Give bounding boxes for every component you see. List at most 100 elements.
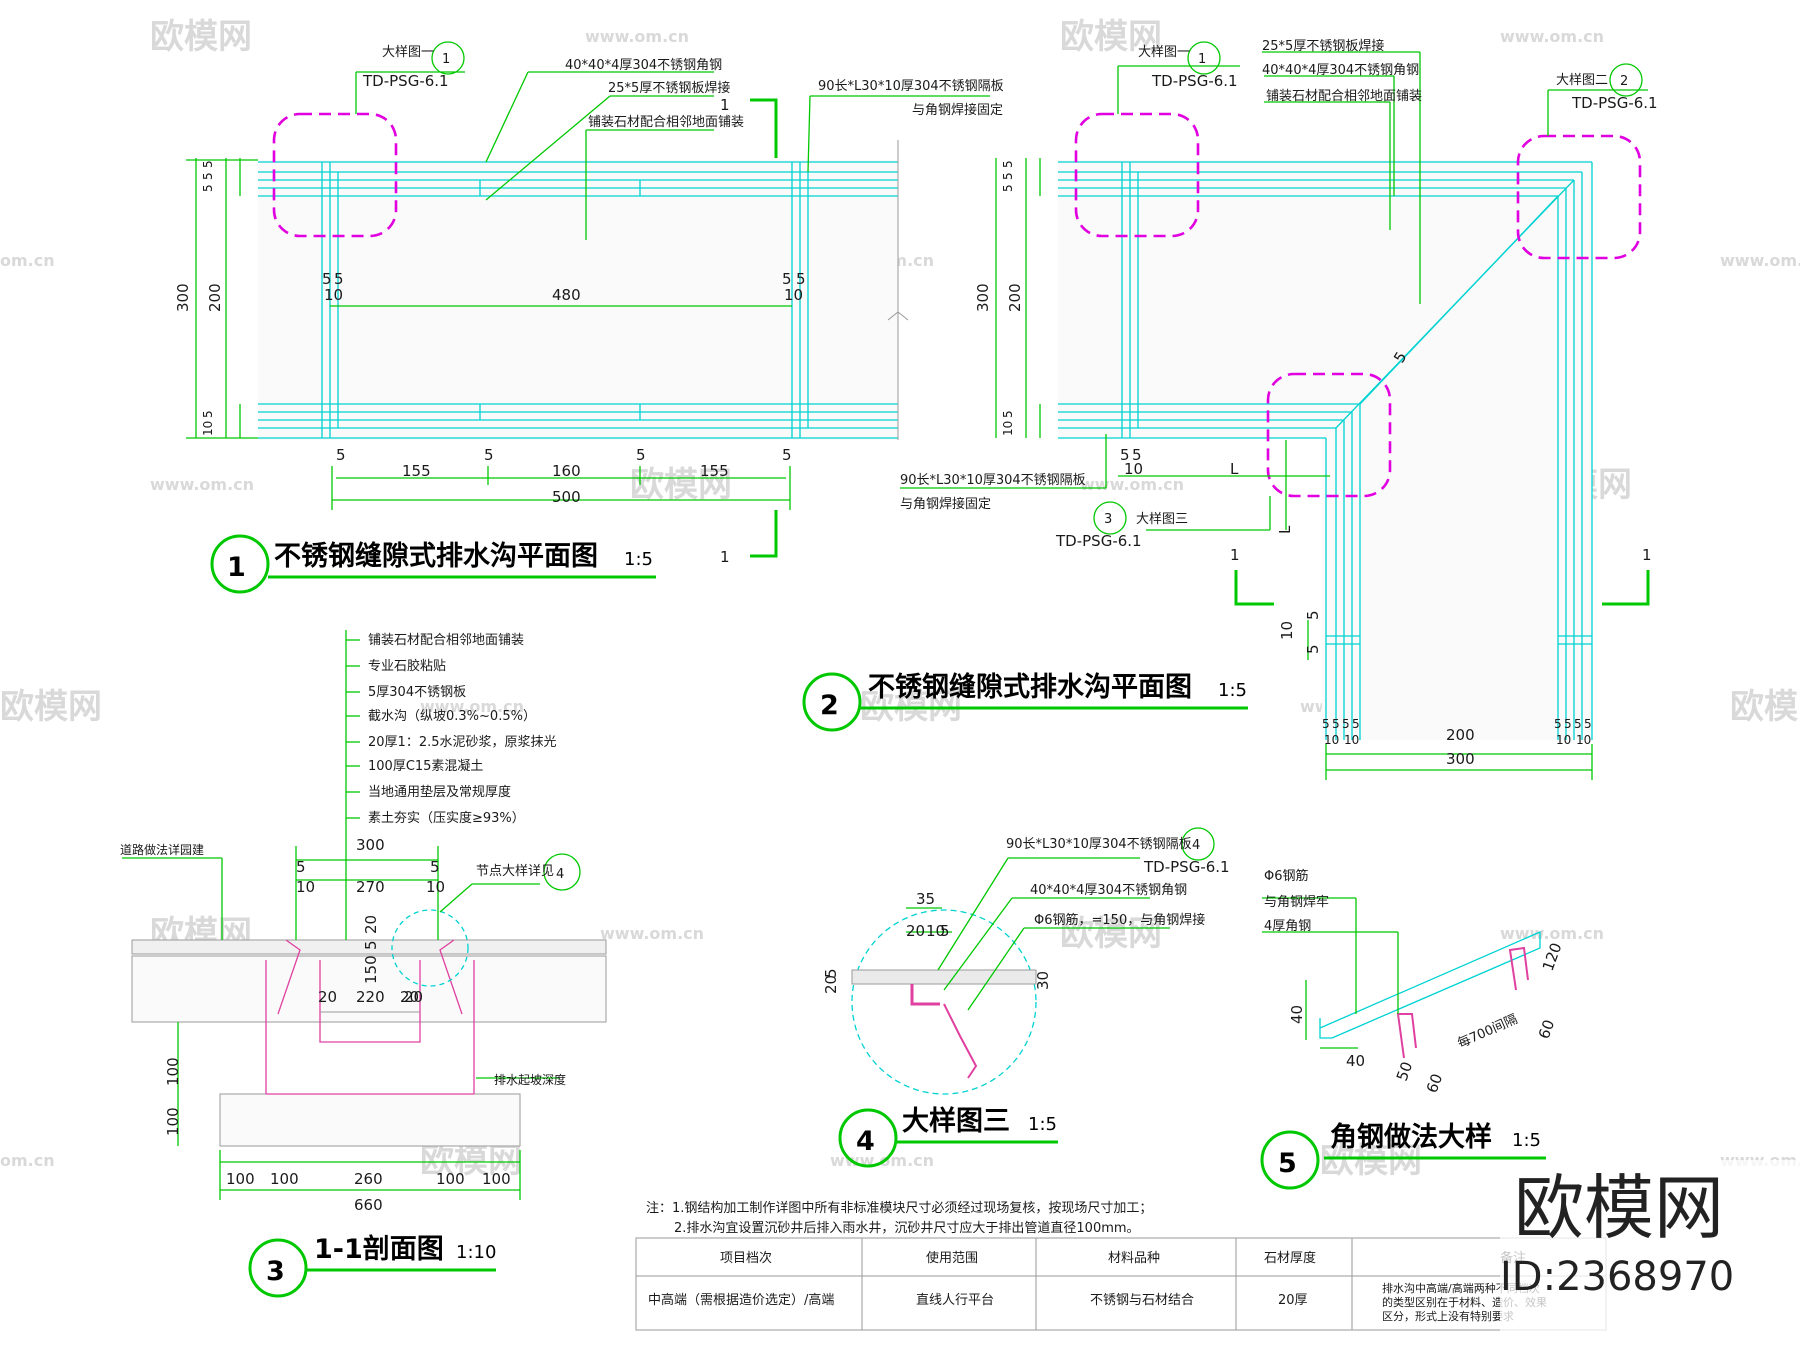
- callout-circle-2: [1609, 63, 1643, 97]
- dim-200: 200: [1006, 283, 1024, 312]
- dim-220: 220: [356, 988, 385, 1006]
- dim-5: 5: [636, 446, 646, 464]
- stone-infill: [1058, 160, 1592, 740]
- watermark-brand: 欧模网: [1320, 1141, 1422, 1181]
- label-angle-steel: 40*40*4厚304不锈钢角钢: [565, 58, 722, 73]
- label-rebar: Φ6钢筋: [1264, 868, 1309, 884]
- label-stone-paving: 铺装石材配合相邻地面铺装: [588, 115, 744, 130]
- detail-highlight-2: [1516, 134, 1642, 260]
- drawing-scale: 1:5: [624, 549, 653, 570]
- callout-code: TD-PSG-6.1: [1571, 94, 1658, 112]
- dim-L: L: [1276, 525, 1294, 534]
- table-cell: 中高端（需根据造价选定）/高端: [648, 1292, 834, 1308]
- drawing-number-circle: [210, 534, 270, 594]
- dim-5: 5: [322, 270, 332, 288]
- watermark-site: www.om.cn: [1500, 924, 1604, 943]
- angle-steel: [910, 984, 940, 1006]
- table-header: 项目档次: [720, 1250, 772, 1266]
- dim-5: 5: [1322, 717, 1330, 731]
- dim-10: 10: [1344, 733, 1359, 747]
- leader-lines-4: [906, 857, 1170, 1011]
- table-header: 使用范围: [926, 1250, 978, 1266]
- watermark-site: www.om.cn: [585, 27, 689, 46]
- layer-label: 素土夯实（压实度≥93%）: [368, 810, 525, 826]
- note-line-2: 2.排水沟宜设置沉砂井后排入雨水井，沉砂井尺寸应大于排出管道直径100mm。: [674, 1220, 1140, 1236]
- watermark-brand: 欧模网: [420, 1141, 522, 1181]
- dim-300: 300: [174, 283, 192, 312]
- callout-ref-label: 大样图一: [382, 45, 434, 60]
- drawing-scale: 1:5: [1512, 1130, 1541, 1151]
- dim-20: 20: [822, 975, 840, 994]
- brand-logo-text: 欧模网: [1514, 1167, 1724, 1249]
- dim-35: 35: [916, 890, 935, 908]
- drawing-1-plan: 大样图一 1 TD-PSG-6.1 40*40*4厚304不锈钢角钢 25*5厚…: [174, 41, 1004, 594]
- dim-10: 10: [426, 878, 445, 896]
- dimension-lines-2: [995, 158, 1593, 780]
- leader-lines-5: [1262, 897, 1399, 1049]
- paving-layer: [131, 939, 607, 955]
- dim-5: 5: [336, 446, 346, 464]
- callout-ref-label: 大样图二: [1556, 73, 1608, 88]
- dim-100: 100: [164, 1107, 182, 1136]
- dim-30: 30: [1034, 971, 1052, 990]
- label-weld-fixed: 与角钢焊接固定: [900, 496, 991, 512]
- table-cell: 不锈钢与石材结合: [1090, 1293, 1194, 1308]
- callout-number: 1: [442, 52, 450, 67]
- dim-200: 200: [1446, 726, 1475, 744]
- label-partition-plate: 90长*L30*10厚304不锈钢隔板: [1006, 837, 1192, 852]
- dim-5: 5: [1001, 410, 1015, 418]
- channel-plan-1: [258, 161, 898, 439]
- note-line-1: 注：1.钢结构加工制作详图中所有非标准模块尺寸必须经过现场复核，按现场尺寸加工；: [646, 1201, 1152, 1216]
- angle-steel-shape: [1319, 931, 1541, 1039]
- dim-10: 10: [296, 878, 315, 896]
- dim-5: 5: [334, 270, 344, 288]
- dim-150: 150: [362, 955, 380, 984]
- dim-155: 155: [700, 462, 729, 480]
- leader-lines-3: [122, 630, 560, 1200]
- dim-5: 5: [1001, 172, 1015, 180]
- detail-highlight-1: [272, 112, 398, 238]
- dim-270: 270: [356, 878, 385, 896]
- label-plate-weld: 25*5厚不锈钢板焊接: [608, 80, 730, 96]
- section-mark-label: 1: [1642, 546, 1652, 564]
- layer-label: 截水沟（纵坡0.3%~0.5%）: [368, 709, 536, 724]
- callout-number: 2: [1620, 74, 1628, 89]
- label-angle-steel: 40*40*4厚304不锈钢角钢: [1262, 63, 1419, 78]
- watermark-site: www.om.cn: [830, 1151, 934, 1170]
- rebar-loop: [1508, 946, 1529, 991]
- watermark-brand: 欧模网: [630, 465, 732, 505]
- layer-label: 20厚1：2.5水泥砂浆，原浆抹光: [368, 735, 557, 750]
- dim-160: 160: [552, 462, 581, 480]
- rebar-anchor-right: [439, 939, 463, 1015]
- dim-5: 5: [1304, 610, 1322, 620]
- dim-5: 5: [362, 940, 380, 950]
- detail-highlight-1: [1074, 112, 1200, 238]
- paving-strip: [851, 969, 1037, 985]
- channel-walls: [265, 960, 475, 1095]
- dim-5: 5: [201, 184, 215, 192]
- dim-200: 200: [206, 283, 224, 312]
- node-callout-circle: [543, 853, 581, 891]
- callout-code: TD-PSG-6.1: [362, 72, 449, 90]
- drawing-number: 2: [820, 690, 839, 721]
- watermark-site: www.om.cn: [1500, 27, 1604, 46]
- label-stone-paving: 铺装石材配合相邻地面铺装: [1266, 89, 1422, 104]
- dim-155: 155: [402, 462, 431, 480]
- watermark-brand: 欧模网: [0, 687, 102, 727]
- dim-100: 100: [226, 1170, 255, 1188]
- dim-10: 10: [1556, 733, 1571, 747]
- dim-10: 10: [1001, 421, 1015, 436]
- stone-infill: [258, 160, 898, 440]
- general-notes: 注：1.钢结构加工制作详图中所有非标准模块尺寸必须经过现场复核，按现场尺寸加工；…: [646, 1201, 1152, 1236]
- dim-5: 5: [201, 172, 215, 180]
- watermark-brand: 欧模网: [1060, 914, 1162, 954]
- dim-5: 5: [822, 968, 840, 978]
- section-mark-2: [1234, 570, 1650, 606]
- dim-5: 5: [1132, 446, 1142, 464]
- dim-20: 20: [362, 915, 380, 934]
- detail-circle-node: [391, 909, 469, 987]
- layer-label: 5厚304不锈钢板: [368, 685, 466, 700]
- table-header: 石材厚度: [1264, 1250, 1316, 1266]
- callout-ref-label: 大样图一: [1138, 45, 1190, 60]
